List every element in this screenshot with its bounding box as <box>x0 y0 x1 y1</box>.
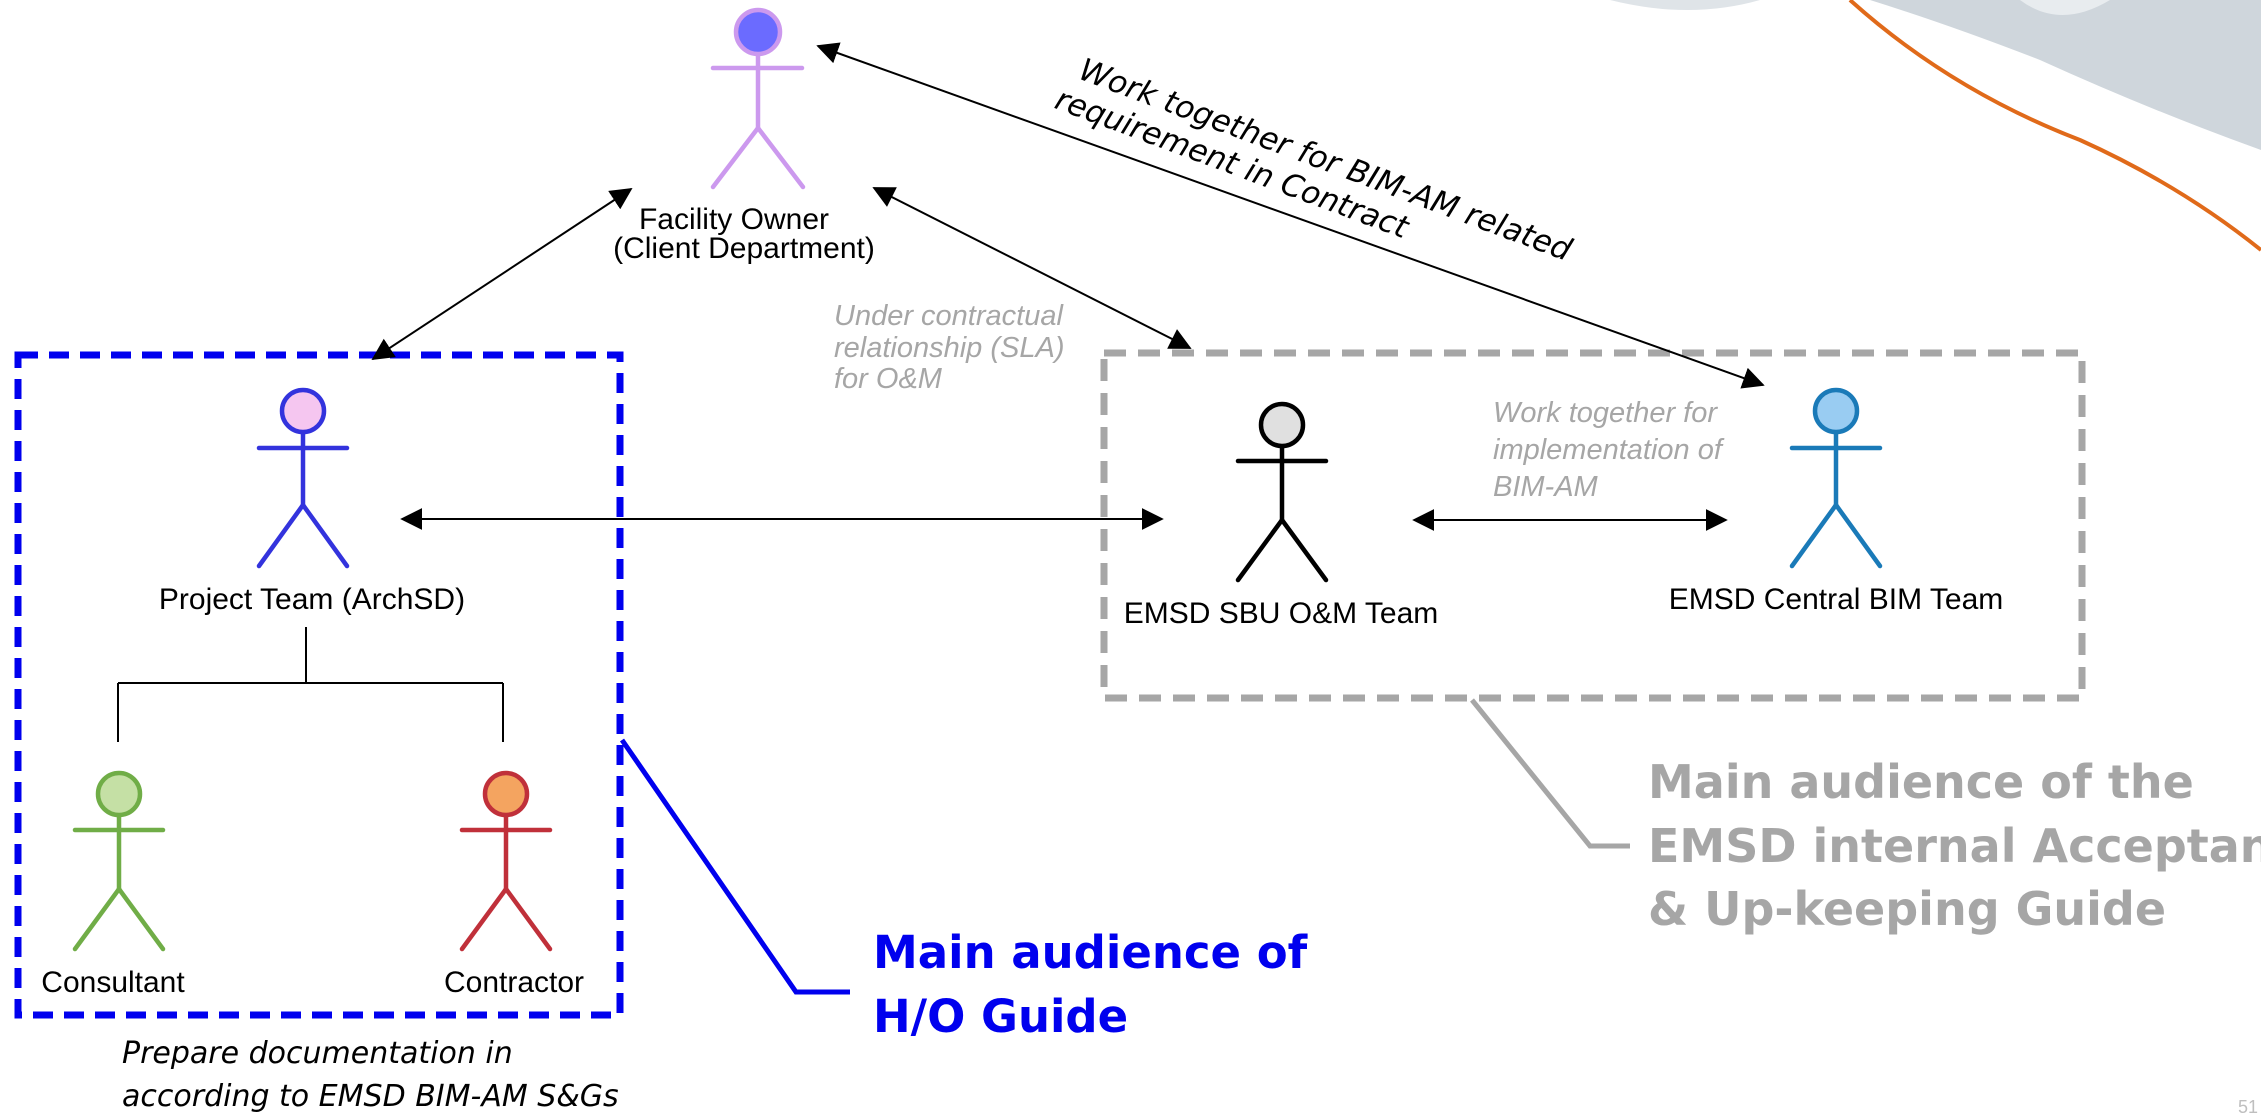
svg-text:Work together for BIM-AM relat: Work together for BIM-AM related <box>1074 52 1576 269</box>
stick-figure-icon <box>710 7 806 190</box>
contractor-label: Contractor <box>444 966 584 999</box>
svg-text:Main audience of: Main audience of <box>873 926 1308 979</box>
arrow-owner-central <box>816 42 1765 389</box>
implementation-note: Work together for implementation of BIM-… <box>1493 397 1725 503</box>
consultant-actor: Consultant <box>41 770 185 999</box>
stick-figure-icon <box>459 770 553 952</box>
svg-text:Main audience of the: Main audience of the <box>1648 755 2194 809</box>
emsd-sbu-label: EMSD SBU O&M Team <box>1124 597 1439 630</box>
facility-owner-actor: Facility Owner (Client Department) <box>613 7 875 265</box>
facility-owner-sublabel: (Client Department) <box>613 232 875 265</box>
arrow-owner-project <box>371 187 633 361</box>
project-group-box <box>14 351 624 1019</box>
svg-text:relationship (SLA): relationship (SLA) <box>834 332 1065 364</box>
svg-text:according to EMSD BIM-AM S&Gs: according to EMSD BIM-AM S&Gs <box>122 1079 619 1114</box>
ho-guide-audience: Main audience of H/O Guide <box>873 926 1308 1043</box>
svg-text:Work together for: Work together for <box>1493 397 1718 429</box>
prepare-note: Prepare documentation in according to EM… <box>122 1036 619 1114</box>
svg-text:& Up-keeping Guide: & Up-keeping Guide <box>1648 882 2166 936</box>
contractor-actor: Contractor <box>444 770 584 999</box>
ho-guide-connector <box>619 738 850 995</box>
contractual-note: Under contractual relationship (SLA) for… <box>834 300 1065 395</box>
svg-text:H/O Guide: H/O Guide <box>873 990 1128 1043</box>
svg-text:Under contractual: Under contractual <box>834 300 1064 332</box>
emsd-central-label: EMSD Central BIM Team <box>1669 583 2004 616</box>
svg-text:EMSD internal Acceptance: EMSD internal Acceptance <box>1648 819 2261 873</box>
project-team-label: Project Team (ArchSD) <box>159 583 465 616</box>
stick-figure-icon <box>72 770 166 952</box>
svg-text:Prepare documentation in: Prepare documentation in <box>122 1036 513 1071</box>
corner-decoration <box>1610 0 2261 252</box>
stick-figure-icon <box>1789 387 1883 569</box>
stick-figure-icon <box>256 387 350 569</box>
hierarchy-connector <box>117 627 504 742</box>
project-team-actor: Project Team (ArchSD) <box>159 387 465 616</box>
acceptance-guide-audience: Main audience of the EMSD internal Accep… <box>1648 755 2261 936</box>
emsd-sbu-actor: EMSD SBU O&M Team <box>1124 401 1439 630</box>
consultant-label: Consultant <box>41 966 185 999</box>
svg-text:for O&M: for O&M <box>834 363 943 395</box>
emsd-central-actor: EMSD Central BIM Team <box>1669 387 2004 616</box>
svg-text:BIM-AM: BIM-AM <box>1493 471 1599 503</box>
bim-contract-note: Work together for BIM-AM related require… <box>1050 52 1576 269</box>
svg-text:implementation of: implementation of <box>1493 434 1725 466</box>
facility-owner-label: Facility Owner <box>639 203 829 236</box>
page-number: 51 <box>2238 1097 2258 1115</box>
acceptance-guide-connector <box>1470 698 1630 849</box>
stick-figure-icon <box>1235 401 1329 583</box>
